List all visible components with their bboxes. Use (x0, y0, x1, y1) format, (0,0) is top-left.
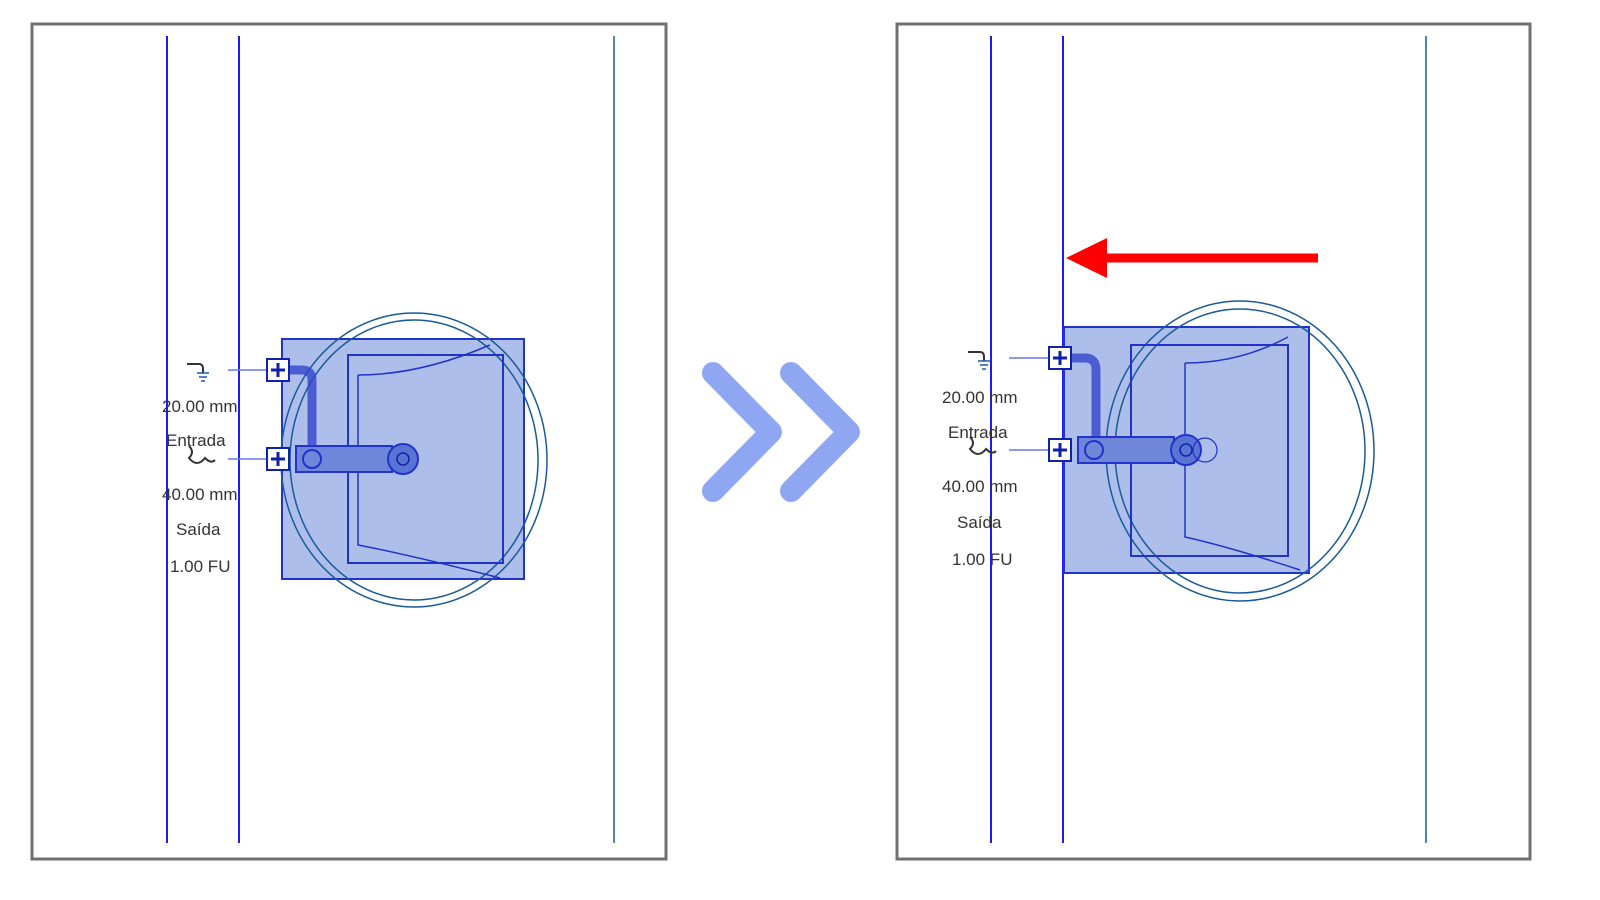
plus-icon (271, 452, 285, 466)
fixture-units-label: 1.00 FU (952, 550, 1012, 569)
drain-center (1179, 443, 1193, 457)
trap-fitting (302, 449, 322, 469)
plus-icon (1053, 443, 1067, 457)
drain-label: Saída (176, 520, 221, 539)
drain-label: Saída (957, 513, 1002, 532)
water-tap-icon (968, 351, 990, 370)
drain-outlet (1170, 434, 1202, 466)
water-connector[interactable] (1048, 346, 1072, 370)
water-tap-icon (187, 363, 209, 382)
after-panel: 20.00 mm Entrada 40.00 mm Saída 1.00 FU (895, 22, 1532, 861)
water-connector[interactable] (266, 358, 290, 382)
drain-center (396, 452, 410, 466)
water-size-label: 20.00 mm (162, 397, 238, 416)
drain-size-label: 40.00 mm (942, 477, 1018, 496)
supply-pipe (1055, 353, 1101, 443)
sink-fixture[interactable] (1055, 300, 1375, 602)
double-chevron-right-icon (702, 362, 860, 502)
water-size-label: 20.00 mm (942, 388, 1018, 407)
trap-fitting (1084, 440, 1104, 460)
fixture-units-label: 1.00 FU (170, 557, 230, 576)
plus-icon (271, 363, 285, 377)
sink-fixture[interactable] (273, 312, 548, 608)
drain-overflow-ring (1192, 437, 1218, 463)
water-label: Entrada (948, 423, 1008, 442)
water-label: Entrada (166, 431, 226, 450)
drain-connector[interactable] (266, 447, 290, 471)
move-arrow-icon (1066, 238, 1318, 278)
after-panel-frame (895, 22, 1532, 861)
drain-outlet (387, 443, 419, 475)
basin-contour (357, 344, 501, 579)
supply-pipe (273, 365, 317, 453)
plus-icon (1053, 351, 1067, 365)
drain-trap-icon (968, 436, 997, 455)
drain-connector[interactable] (1048, 438, 1072, 462)
before-panel: 20.00 mm Entrada 40.00 mm Saída 1.00 FU (30, 22, 668, 861)
drain-trap-icon (187, 445, 216, 464)
drain-size-label: 40.00 mm (162, 485, 238, 504)
basin-contour (1184, 336, 1301, 571)
